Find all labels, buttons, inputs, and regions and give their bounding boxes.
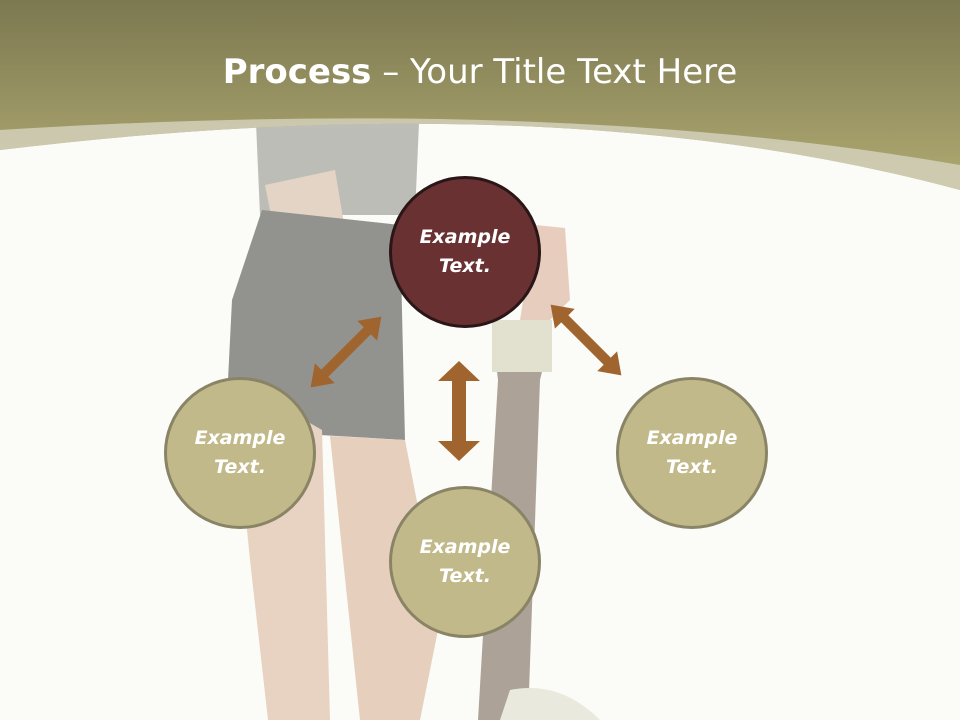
process-node-bottom: Example Text. <box>389 486 541 638</box>
title-bold: Process <box>222 52 372 92</box>
double-arrow-upper-right <box>550 304 622 376</box>
node-left-text: Example Text. <box>194 427 286 478</box>
double-arrow-vertical <box>438 361 480 461</box>
arrows <box>310 304 622 461</box>
title-rest: – Your Title Text Here <box>371 52 738 92</box>
node-top-text: Example Text. <box>419 226 511 277</box>
process-node-right: Example Text. <box>616 377 768 529</box>
slide-title: Process – Your Title Text Here <box>0 52 960 92</box>
process-node-top: Example Text. <box>389 176 541 328</box>
node-right-text: Example Text. <box>646 427 738 478</box>
node-bottom-text: Example Text. <box>419 536 511 587</box>
process-node-left: Example Text. <box>164 377 316 529</box>
banner-swoosh <box>0 118 960 190</box>
double-arrow-upper-left <box>310 316 382 388</box>
